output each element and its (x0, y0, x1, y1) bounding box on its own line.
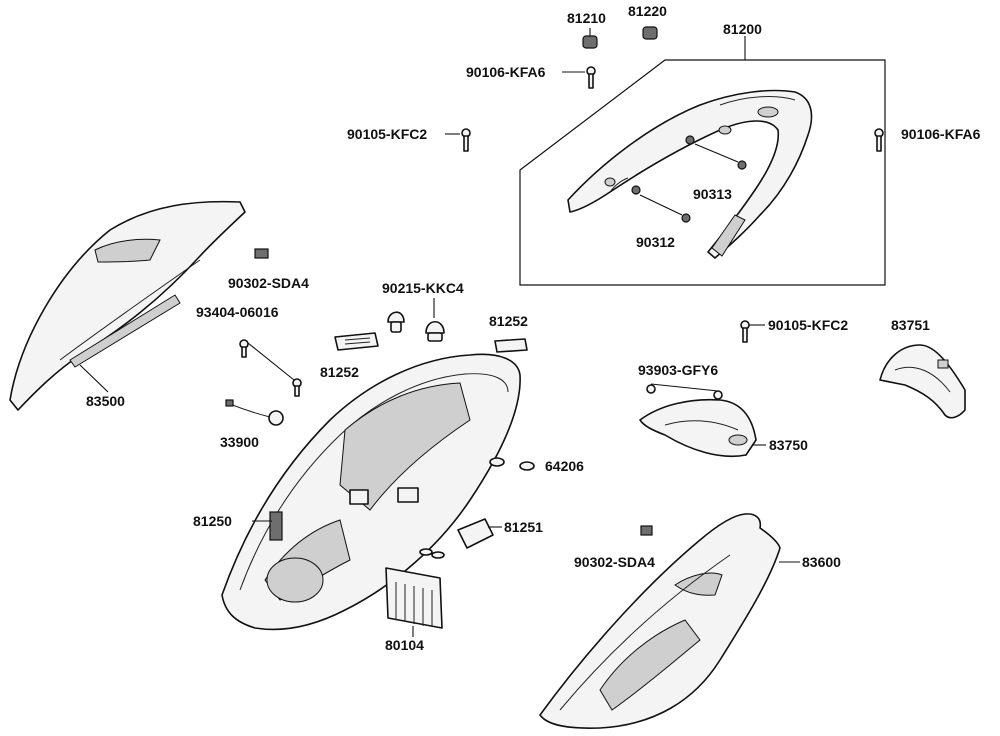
bolt-90106-top (586, 66, 596, 89)
light-33900 (225, 399, 284, 426)
rear-carrier-81200 (567, 89, 813, 259)
side-cover-83500 (9, 200, 246, 411)
plate-80104 (385, 548, 445, 629)
label-81220: 81220 (628, 3, 667, 19)
label-83500: 83500 (86, 393, 125, 409)
clip-90302-top (254, 248, 269, 259)
cap-81220 (642, 26, 658, 40)
nut-90313-b (737, 160, 747, 170)
label-93404: 93404-06016 (196, 304, 279, 320)
label-81252-left: 81252 (320, 364, 359, 380)
label-83751: 83751 (891, 317, 930, 333)
label-90106-top: 90106-KFA6 (466, 64, 546, 80)
nut-90312-b (681, 213, 691, 223)
leader-90313 (694, 143, 739, 163)
bracket-81252-right (494, 338, 528, 353)
washer-64206 (489, 457, 535, 471)
label-90302-top: 90302-SDA4 (228, 275, 309, 291)
label-64206: 64206 (545, 458, 584, 474)
label-90302-bottom: 90302-SDA4 (574, 554, 655, 570)
label-90105-top: 90105-KFC2 (347, 126, 427, 142)
label-83600: 83600 (802, 554, 841, 570)
cushion-90215 (387, 311, 445, 342)
bolt-90105-right (740, 320, 750, 343)
bracket-81252-left (334, 332, 379, 351)
label-33900: 33900 (220, 434, 259, 450)
label-81210: 81210 (567, 10, 606, 26)
label-81200: 81200 (723, 21, 762, 37)
label-83750: 83750 (769, 437, 808, 453)
cap-81210 (582, 35, 598, 49)
label-90105-right: 90105-KFC2 (768, 317, 848, 333)
label-90215: 90215-KKC4 (382, 280, 464, 296)
cover-83750 (639, 398, 757, 458)
luggage-box-81250 (221, 353, 521, 631)
leader-90312 (639, 194, 683, 216)
label-81251: 81251 (504, 519, 543, 535)
nut-90312-a (631, 185, 641, 195)
screw-93404 (239, 339, 302, 397)
carrier-assembly-frame (519, 59, 886, 286)
leader-83500 (79, 364, 109, 393)
leader-93404 (247, 342, 295, 381)
side-cover-83600 (539, 513, 781, 729)
leader-93903 (650, 383, 719, 392)
label-81250: 81250 (193, 513, 232, 529)
bolt-90105-top (461, 128, 471, 152)
label-90312: 90312 (636, 234, 675, 250)
nut-90313-a (685, 135, 695, 145)
label-80104: 80104 (385, 637, 424, 653)
label-90313: 90313 (693, 186, 732, 202)
bolt-90106-right (874, 128, 884, 152)
label-93903: 93903-GFY6 (638, 362, 718, 378)
clip-90302-bottom (640, 525, 653, 536)
label-90106-right: 90106-KFA6 (901, 126, 981, 142)
cover-83751 (879, 344, 966, 419)
plate-81251 (457, 518, 494, 549)
label-81252-right: 81252 (489, 313, 528, 329)
